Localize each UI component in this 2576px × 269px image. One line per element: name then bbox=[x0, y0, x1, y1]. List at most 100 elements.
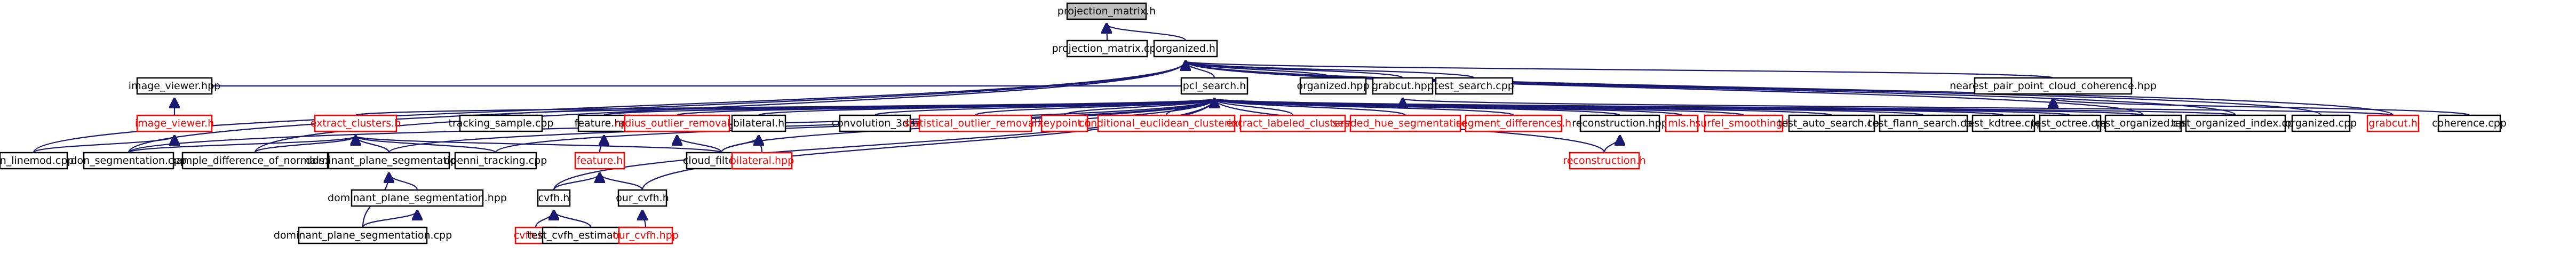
node-projection-matrix-cpp[interactable]: projection_matrix.cpp bbox=[1052, 39, 1163, 58]
node-dominant-plane-segmentation-cpp[interactable]: dominant_plane_segmentation.cpp bbox=[274, 226, 452, 244]
node-box bbox=[2104, 114, 2182, 132]
node-box bbox=[537, 189, 571, 207]
node-box bbox=[2039, 114, 2102, 132]
node-keypoint-h[interactable]: keypoint.h bbox=[1038, 114, 1091, 132]
node-label: test_search.cpp bbox=[1434, 80, 1514, 92]
edge-bilateral_h-to-bilateral_hpp bbox=[759, 136, 762, 153]
node-label: our_cvfh.hpp bbox=[613, 230, 679, 241]
node-organized-h[interactable]: organized.h bbox=[1153, 39, 1218, 58]
node-label: our_cvfh.h bbox=[616, 192, 669, 204]
node-conditional-euclidean-clustering-h[interactable]: conditional_euclidean_clustering.h bbox=[1079, 114, 1254, 132]
node-box bbox=[1465, 114, 1563, 132]
edge-grabcut_hpp-to-grabcut_h bbox=[1403, 99, 2394, 116]
edge-feature_hpp-to-feature_h bbox=[600, 136, 604, 153]
node-openni-tracking-cpp[interactable]: openni_tracking.cpp bbox=[444, 152, 547, 170]
node-organized-cpp[interactable]: organized.cpp bbox=[2285, 114, 2357, 132]
node-box bbox=[136, 114, 213, 132]
node-pcl-search-h[interactable]: pcl_search.h bbox=[1180, 77, 1249, 95]
node-segment-differences-h[interactable]: segment_differences.h bbox=[1456, 114, 1571, 132]
node-label: dominant_plane_segmentation.hpp bbox=[328, 192, 507, 204]
edge-organized_h-to-nearest_pair_point_cloud_coherence_hpp bbox=[1186, 61, 2054, 79]
node-box bbox=[574, 152, 625, 170]
edge-dominant_plane_segmentation_hpp-to-dominant_plane_segmentation_cpp bbox=[362, 211, 417, 228]
node-label: organized.hpp bbox=[1297, 80, 1369, 92]
node-tracking-sample-cpp[interactable]: tracking_sample.cpp bbox=[449, 114, 554, 132]
node-box bbox=[0, 152, 68, 170]
node-label: tracking_sample.cpp bbox=[449, 117, 554, 129]
node-extract-labeled-clusters-h[interactable]: extract_labeled_clusters.h bbox=[1227, 114, 1359, 132]
node-test-kdtree-cpp[interactable]: test_kdtree.cpp bbox=[1964, 114, 2043, 132]
node-feature-h[interactable]: feature.h bbox=[574, 152, 625, 170]
edge-extract_clusters_h-to-example_difference_of_normals_cpp bbox=[254, 136, 356, 154]
node-label: grabcut.hpp bbox=[1372, 80, 1434, 92]
node-radius-outlier-removal-h[interactable]: radius_outlier_removal.h bbox=[615, 114, 740, 132]
node-test-auto-search-cpp[interactable]: test_auto_search.cpp bbox=[1778, 114, 1886, 132]
node-cvfh-h[interactable]: cvfh.h bbox=[537, 189, 571, 207]
node-image-viewer-hpp[interactable]: image_viewer.hpp bbox=[129, 77, 220, 95]
node-seeded-hue-segmentation-h[interactable]: seeded_hue_segmentation.h bbox=[1332, 114, 1478, 132]
node-label: radius_outlier_removal.h bbox=[615, 117, 740, 129]
node-bilateral-hpp[interactable]: bilateral.hpp bbox=[730, 152, 794, 170]
node-label: don_segmentation.cpp bbox=[70, 155, 186, 167]
node-label: seeded_hue_segmentation.h bbox=[1332, 117, 1478, 129]
node-nn-linemod-cpp[interactable]: nn_linemod.cpp bbox=[0, 152, 74, 170]
node-label: test_organized_index.cpp bbox=[2171, 117, 2300, 129]
node-nearest-pair-point-cloud-coherence-hpp[interactable]: nearest_pair_point_cloud_coherence.hpp bbox=[1950, 77, 2157, 95]
edge-cvfh_h-to-test_cvfh_estimation_cpp bbox=[554, 211, 592, 228]
node-image-viewer-h[interactable]: image_viewer.h bbox=[135, 114, 214, 132]
node-don-segmentation-cpp[interactable]: don_segmentation.cpp bbox=[70, 152, 187, 170]
node-example-difference-of-normals-cpp[interactable]: example_difference_of_normals.cpp bbox=[164, 152, 346, 170]
node-organized-hpp[interactable]: organized.hpp bbox=[1297, 77, 1370, 95]
node-box bbox=[618, 226, 673, 244]
node-test-search-cpp[interactable]: test_search.cpp bbox=[1434, 77, 1514, 95]
node-feature-hpp[interactable]: feature.hpp bbox=[575, 114, 634, 132]
node-label: organized.cpp bbox=[2285, 117, 2357, 129]
node-box bbox=[1788, 114, 1875, 132]
node-box bbox=[1372, 77, 1434, 95]
node-box bbox=[1299, 77, 1367, 95]
node-our-cvfh-h[interactable]: our_cvfh.h bbox=[616, 189, 669, 207]
node-test-flann-search-cpp[interactable]: test_flann_search.cpp bbox=[1869, 114, 1979, 132]
node-label: grabcut.h bbox=[2368, 117, 2418, 129]
node-test-organized-cpp[interactable]: test_organized.cpp bbox=[2095, 114, 2191, 132]
node-label: example_difference_of_normals.cpp bbox=[164, 155, 346, 167]
node-reconstruction-h[interactable]: reconstruction.h bbox=[1563, 152, 1646, 170]
node-box bbox=[1665, 114, 1699, 132]
node-our-cvfh-hpp[interactable]: our_cvfh.hpp bbox=[613, 226, 679, 244]
node-mls-h[interactable]: mls.h bbox=[1665, 114, 1699, 132]
node-label: feature.hpp bbox=[575, 117, 634, 129]
node-box bbox=[1974, 77, 2133, 95]
edge-pcl_search_h-to-statistical_outlier_removal_h bbox=[974, 99, 1214, 116]
node-test-organized-index-cpp[interactable]: test_organized_index.cpp bbox=[2171, 114, 2300, 132]
node-grabcut-hpp[interactable]: grabcut.hpp bbox=[1372, 77, 1434, 95]
node-bilateral-h[interactable]: bilateral.h bbox=[731, 114, 786, 132]
node-grabcut-h[interactable]: grabcut.h bbox=[2366, 114, 2420, 132]
edge-extract_clusters_h-to-openni_tracking_cpp bbox=[356, 136, 497, 154]
edge-organized_h-to-don_segmentation_cpp bbox=[128, 61, 1186, 153]
node-label: cvfh.h bbox=[538, 192, 570, 204]
edge-reconstruction_hpp-to-reconstruction_h bbox=[1603, 136, 1620, 153]
node-box bbox=[1435, 77, 1514, 95]
node-dominant-plane-segmentation-hpp[interactable]: dominant_plane_segmentation.hpp bbox=[328, 189, 507, 207]
node-box bbox=[314, 114, 397, 132]
node-surfel-smoothing-h[interactable]: surfel_smoothing.h bbox=[1695, 114, 1792, 132]
node-label: conditional_euclidean_clustering.h bbox=[1079, 117, 1254, 129]
node-coherence-cpp[interactable]: coherence.cpp bbox=[2432, 114, 2507, 132]
node-convolution-3d-h[interactable]: convolution_3d.h bbox=[832, 114, 918, 132]
node-label: test_flann_search.cpp bbox=[1869, 117, 1979, 129]
node-label: pcl_search.h bbox=[1183, 80, 1246, 92]
node-label: projection_matrix.h bbox=[1058, 5, 1156, 17]
edge-pcl_search_h-to-test_organized_index_cpp bbox=[1214, 99, 2237, 116]
node-label: test_octree.cpp bbox=[2031, 117, 2110, 129]
node-label: openni_tracking.cpp bbox=[444, 155, 547, 167]
node-extract-clusters-h[interactable]: extract_clusters.h bbox=[311, 114, 401, 132]
node-test-octree-cpp[interactable]: test_octree.cpp bbox=[2031, 114, 2110, 132]
node-reconstruction-hpp[interactable]: reconstruction.hpp bbox=[1572, 114, 1668, 132]
node-label: test_organized.cpp bbox=[2095, 117, 2191, 129]
edge-organized_h-to-grabcut_h bbox=[1186, 61, 2394, 116]
node-statistical-outlier-removal-h[interactable]: statistical_outlier_removal.h bbox=[904, 114, 1047, 132]
node-box bbox=[454, 152, 537, 170]
node-dominant-plane-segmentation-h[interactable]: dominant_plane_segmentation.h bbox=[306, 152, 472, 170]
node-box bbox=[1097, 114, 1236, 132]
